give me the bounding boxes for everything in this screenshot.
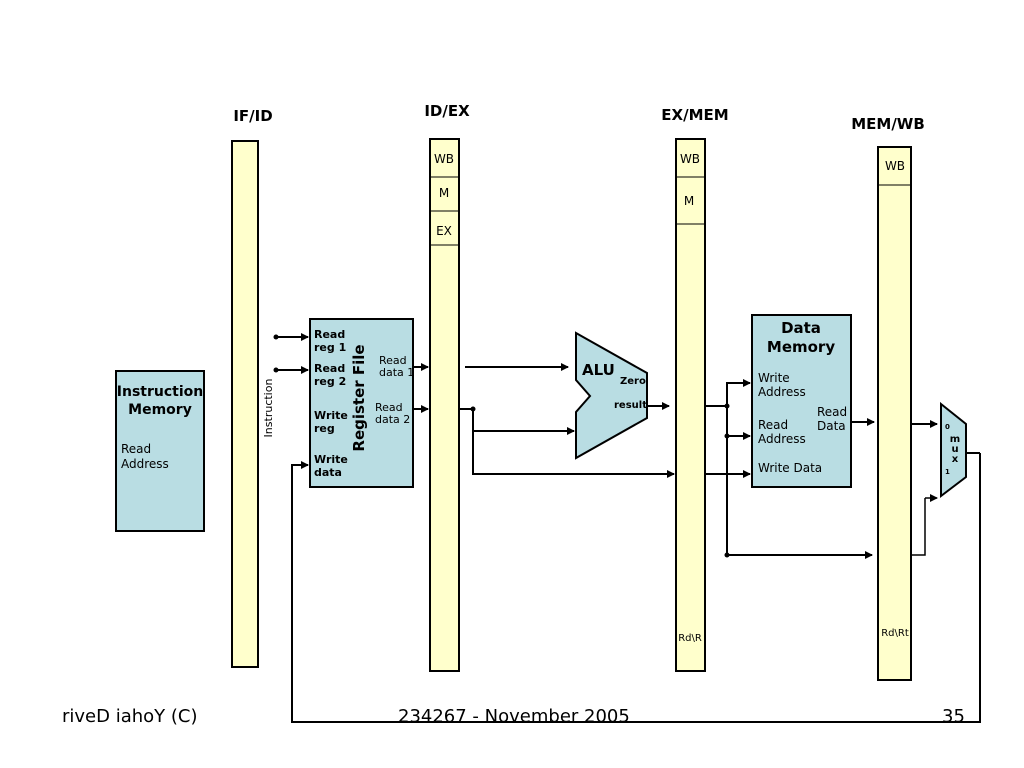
datapath-wires: [273, 333, 981, 723]
rf-write-data: Write: [314, 453, 348, 466]
if-id-title: IF/ID: [233, 107, 272, 125]
footer-author: riveD iahoY (C): [62, 706, 198, 727]
dm-read-data-2: Data: [817, 419, 846, 433]
mux-label-u: u: [951, 444, 958, 455]
mem-wb-register: WB Rd\Rt: [877, 146, 912, 681]
rf-read-data2: Read: [375, 401, 403, 414]
ex-mem-title: EX/MEM: [661, 106, 728, 124]
id-ex-register: WB M EX: [429, 138, 460, 672]
rf-read-data2-2: data 2: [375, 413, 410, 426]
dm-read-address-2: Address: [758, 432, 806, 446]
instruction-memory: Instruction Memory Read Address: [115, 370, 205, 532]
dm-read-data: Read: [817, 405, 847, 419]
id-ex-field-m: M: [439, 186, 449, 200]
mux-input-1-label: 1: [945, 468, 950, 476]
dm-write-address-2: Address: [758, 385, 806, 399]
instruction-memory-title: Instruction: [117, 384, 203, 400]
instruction-memory-port-2: Address: [121, 457, 169, 471]
mux-input-0-label: 0: [945, 423, 950, 431]
register-file-title: Register File: [350, 344, 368, 451]
mem-wb-title: MEM/WB: [851, 115, 925, 133]
dm-read-address: Read: [758, 418, 788, 432]
alu-result-label: result: [614, 400, 647, 411]
rf-write-data-2: data: [314, 466, 342, 479]
rf-read-reg2-2: reg 2: [314, 375, 346, 388]
dm-write-data: Write Data: [758, 461, 822, 475]
mem-wb-rd-label: Rd\Rt: [881, 628, 909, 639]
if-id-register: [231, 140, 259, 668]
mem-wb-field-wb: WB: [885, 159, 905, 173]
data-memory-title-2: Memory: [767, 338, 835, 356]
instruction-label: Instruction: [262, 379, 275, 438]
instruction-memory-title-2: Memory: [128, 402, 192, 418]
register-file: Register File Read reg 1 Read reg 2 Writ…: [309, 318, 414, 488]
footer-course-date: 234267 - November 2005: [398, 706, 630, 727]
ex-mem-rd-label: Rd\R: [678, 633, 702, 644]
dm-write-address: Write: [758, 371, 790, 385]
id-ex-field-wb: WB: [434, 152, 454, 166]
ex-mem-field-wb: WB: [680, 152, 700, 166]
mux-label-x: x: [952, 454, 959, 465]
ex-mem-field-m: M: [684, 194, 694, 208]
ex-mem-register: WB M Rd\R: [675, 138, 706, 672]
data-memory: Data Memory Write Address Read Address W…: [751, 314, 852, 488]
id-ex-title: ID/EX: [424, 102, 470, 120]
rf-read-reg1-2: reg 1: [314, 341, 346, 354]
instruction-memory-port: Read: [121, 442, 151, 456]
alu-zero-label: Zero: [620, 376, 646, 387]
rf-write-reg: Write: [314, 409, 348, 422]
alu: ALU Zero result: [575, 331, 648, 460]
rf-read-reg1: Read: [314, 328, 345, 341]
rf-read-data1-2: data 1: [379, 366, 414, 379]
mux-label-m: m: [950, 434, 960, 445]
rf-write-reg-2: reg: [314, 422, 335, 435]
mux: m u x 0 1: [940, 401, 967, 499]
footer-page-number: 35: [942, 706, 965, 727]
rf-read-data1: Read: [379, 354, 407, 367]
id-ex-field-ex: EX: [436, 224, 452, 238]
alu-title: ALU: [582, 361, 615, 379]
data-memory-title: Data: [781, 319, 821, 337]
rf-read-reg2: Read: [314, 362, 345, 375]
